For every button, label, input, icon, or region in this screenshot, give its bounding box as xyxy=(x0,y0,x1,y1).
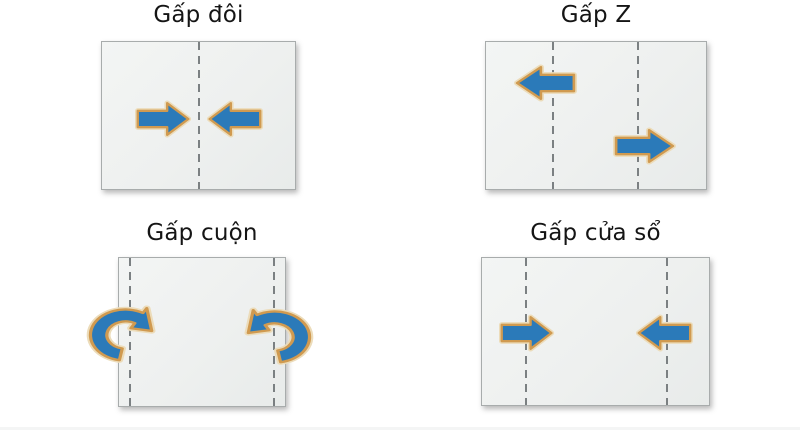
left-arrow-icon xyxy=(206,100,263,138)
left-arrow-icon xyxy=(635,314,693,352)
fold-line xyxy=(637,42,639,189)
curl-arrow-counterclockwise-icon xyxy=(242,306,312,368)
panel-title-fold-in-half: Gấp đôi xyxy=(153,2,244,28)
fold-line xyxy=(198,42,200,189)
paper-sheet-z-fold xyxy=(485,41,707,190)
right-arrow-icon xyxy=(499,314,555,352)
paper-sheet-fold-in-half xyxy=(101,41,296,190)
curl-arrow-clockwise-icon xyxy=(88,304,158,366)
panel-title-roll-fold: Gấp cuộn xyxy=(146,220,258,246)
panel-title-gate-fold: Gấp cửa sổ xyxy=(530,220,661,246)
fold-line xyxy=(129,258,131,406)
background-shadow-band xyxy=(0,427,800,430)
right-arrow-icon xyxy=(613,127,677,165)
fold-line xyxy=(552,42,554,189)
left-arrow-icon xyxy=(513,64,577,102)
panel-title-z-fold: Gấp Z xyxy=(560,2,632,28)
right-arrow-icon xyxy=(135,100,192,138)
fold-line xyxy=(273,258,275,406)
